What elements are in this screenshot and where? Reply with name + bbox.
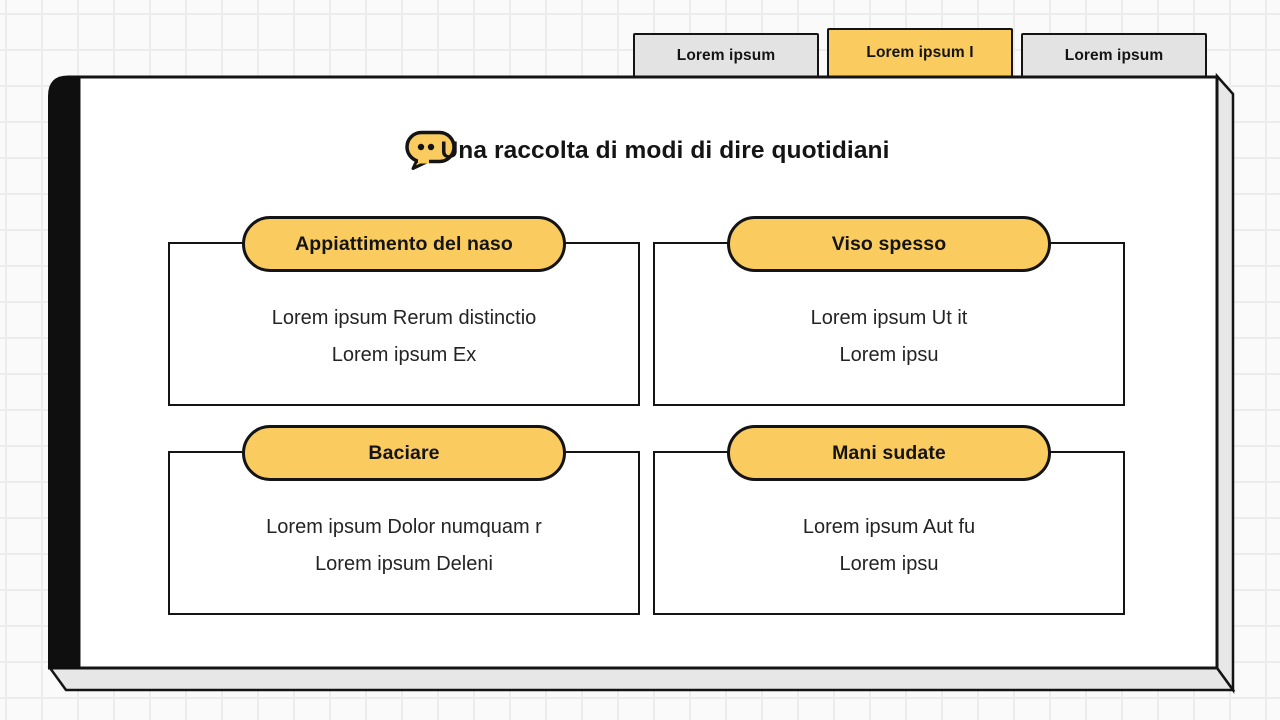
idiom-card-text-line: Lorem ipsu: [839, 344, 939, 366]
idiom-card-baciare[interactable]: Baciare Lorem ipsum Dolor numquam r Lore…: [168, 425, 640, 615]
idiom-card-appiattimento[interactable]: Appiattimento del naso Lorem ipsum Rerum…: [168, 216, 640, 406]
tab-bar: Lorem ipsum Lorem ipsum I Lorem ipsum: [633, 28, 1207, 78]
tab-lorem-ipsum-3[interactable]: Lorem ipsum: [1021, 33, 1207, 78]
idiom-card-text-line: Lorem ipsum Ut it: [810, 307, 968, 329]
idiom-card-header-pill: Mani sudate: [727, 425, 1051, 481]
idiom-card-text-line: Lorem ipsu: [839, 553, 939, 575]
slide-title: Una raccolta di modi di dire quotidiani: [440, 136, 890, 164]
tab-lorem-ipsum-1[interactable]: Lorem ipsum: [633, 33, 819, 78]
idiom-card-text-line: Lorem ipsum Deleni: [315, 553, 493, 575]
idiom-card-text-line: Lorem ipsum Rerum distinctio: [271, 307, 537, 329]
idiom-card-header-pill: Appiattimento del naso: [242, 216, 566, 272]
slide-title-row: Una raccolta di modi di dire quotidiani: [78, 130, 1217, 171]
idiom-card-header-pill: Baciare: [242, 425, 566, 481]
idiom-card-viso-spesso[interactable]: Viso spesso Lorem ipsum Ut it Lorem ipsu: [653, 216, 1125, 406]
idiom-card-text-line: Lorem ipsum Dolor numquam r: [266, 516, 542, 538]
idiom-card-mani-sudate[interactable]: Mani sudate Lorem ipsum Aut fu Lorem ips…: [653, 425, 1125, 615]
idiom-card-text-line: Lorem ipsum Ex: [331, 344, 477, 366]
idiom-card-text-line: Lorem ipsum Aut fu: [802, 516, 976, 538]
idiom-card-header-pill: Viso spesso: [727, 216, 1051, 272]
